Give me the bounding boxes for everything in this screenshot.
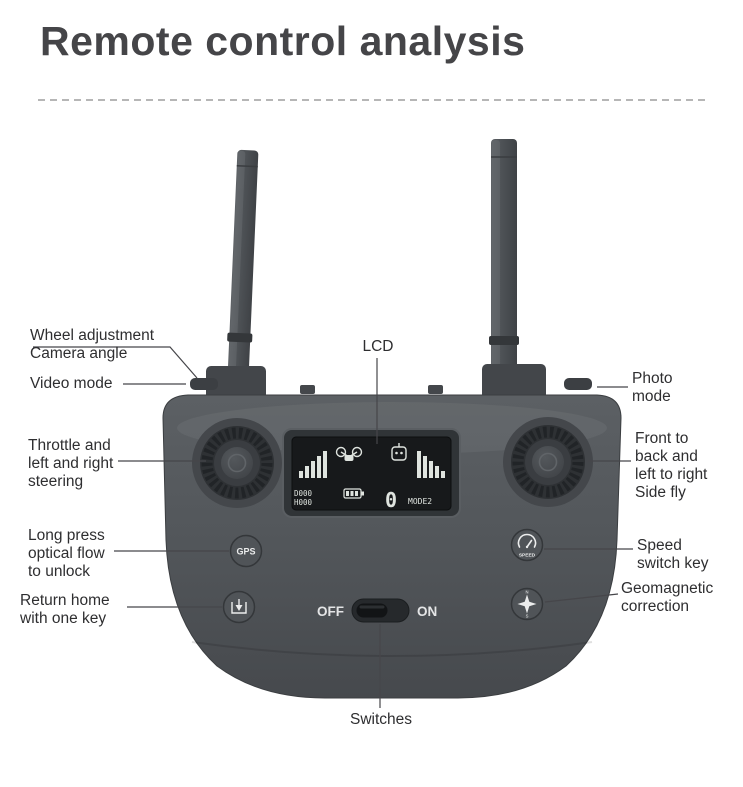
line-wheel-adjustment: [33, 346, 198, 379]
page-title: Remote control analysis: [40, 18, 526, 64]
label-throttle-steering: Throttle and left and right steering: [28, 437, 114, 491]
gps-button-label: GPS: [236, 547, 255, 557]
gps-button: GPS: [229, 534, 263, 568]
line-geomagnetic: [544, 593, 619, 603]
top-clip-right: [428, 385, 443, 394]
lcd-big-digit: 0: [385, 488, 397, 512]
lcd-row2: H000: [294, 498, 313, 507]
lcd-robot-icon: [391, 443, 407, 461]
lcd-drone-icon: [335, 446, 363, 461]
lcd-battery-icon: [343, 488, 364, 499]
lcd-row1: D000: [294, 489, 313, 498]
switch-off-label: OFF: [317, 604, 344, 619]
left-antenna: [227, 149, 259, 393]
speedometer-icon: [517, 533, 537, 549]
svg-text:S: S: [526, 614, 529, 619]
switch-knob-highlight: [359, 605, 385, 609]
return-home-button: [222, 590, 256, 624]
right-antenna-mount: [482, 364, 546, 400]
label-switches: Switches: [349, 711, 413, 728]
label-return-home: Return home with one key: [20, 592, 110, 628]
switch-on-label: ON: [417, 604, 437, 619]
label-front-back-side-fly: Front to back and left to right Side fly: [635, 430, 708, 502]
speed-button: SPEED: [510, 528, 544, 562]
label-lcd: LCD: [362, 338, 394, 355]
label-video-mode: Video mode: [30, 375, 113, 392]
left-joystick: [192, 418, 282, 508]
label-speed-switch-key: Speed switch key: [637, 537, 709, 573]
left-antenna-mount: [206, 366, 266, 400]
power-switch: OFF ON: [317, 598, 437, 623]
compass-icon: N S: [517, 590, 537, 619]
label-wheel-adjustment-camera-angle: Wheel adjustment Camera angle: [30, 327, 155, 363]
lcd-signal-bars-left: [299, 451, 327, 478]
return-home-icon: [231, 599, 247, 614]
label-geomagnetic-correction: Geomagnetic correction: [621, 580, 714, 616]
right-antenna: [489, 139, 519, 395]
camera-wheel: [190, 378, 218, 390]
speed-button-label: SPEED: [519, 553, 536, 559]
label-long-press-unlock: Long press optical flow to unlock: [28, 527, 105, 581]
top-clip-left: [300, 385, 315, 394]
dashed-divider: [38, 99, 706, 101]
connector-lines: [33, 346, 633, 708]
geomagnetic-button: N S: [510, 587, 544, 621]
lcd-mode: MODE2: [408, 497, 432, 506]
svg-text:N: N: [525, 590, 528, 595]
lcd-screen: D000 H000 0 MODE2: [282, 428, 461, 518]
label-photo-mode: Photo mode: [632, 370, 673, 406]
right-joystick: [503, 417, 593, 507]
body-seam: [191, 641, 593, 657]
lcd-signal-bars-right: [417, 451, 445, 478]
photo-shoulder-button: [564, 378, 592, 390]
